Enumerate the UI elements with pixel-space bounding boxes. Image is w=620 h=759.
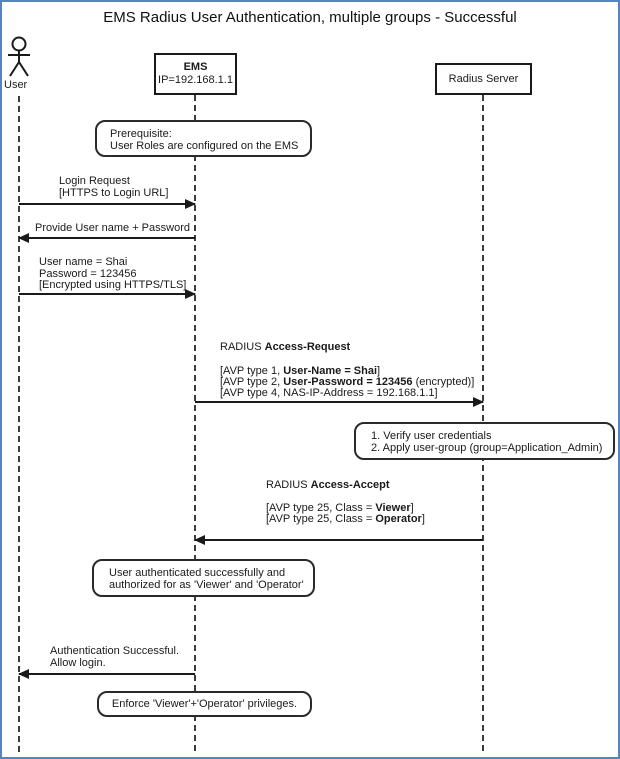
participant-radius-box: Radius Server [435, 63, 532, 95]
participant-ems-title: EMS [183, 61, 208, 73]
message-access-request-title: RADIUS Access-Request [220, 341, 351, 353]
note-prerequisite: Prerequisite: User Roles are configured … [95, 120, 312, 157]
message-access-accept-avps: [AVP type 25, Class = Viewer] [AVP type … [266, 502, 425, 525]
note-verify-line1: 1. Verify user credentials [371, 430, 492, 442]
note-enforce-line1: Enforce 'Viewer'+'Operator' privileges. [111, 698, 298, 710]
message-access-accept-title: RADIUS Access-Accept [266, 479, 390, 491]
message-access-request-avps: [AVP type 1, User-Name = Shai] [AVP type… [220, 365, 475, 399]
message-auth-success-label: Authentication Successful. Allow login. [50, 645, 180, 669]
note-verify-credentials: 1. Verify user credentials 2. Apply user… [354, 422, 615, 460]
note-authenticated: User authenticated successfully and auth… [92, 559, 315, 597]
note-verify-line2: 2. Apply user-group (group=Application_A… [371, 442, 603, 454]
message-credentials-label: User name = Shai Password = 123456 [Encr… [39, 256, 187, 291]
message-provide-credentials-label: Provide User name + Password [35, 222, 190, 234]
participant-radius-label: Radius Server [448, 72, 519, 85]
diagram-title: EMS Radius User Authentication, multiple… [103, 9, 517, 26]
message-login-request-label: Login Request [HTTPS to Login URL] [59, 175, 169, 199]
arrow-login-request [19, 199, 196, 209]
note-prerequisite-line1: Prerequisite: [110, 128, 172, 140]
user-lifeline [18, 96, 20, 752]
note-prerequisite-line2: User Roles are configured on the EMS [110, 140, 299, 152]
user-actor-icon [8, 36, 30, 77]
ems-lifeline [194, 95, 196, 752]
note-authenticated-line1: User authenticated successfully and [109, 567, 286, 579]
note-enforce-privileges: Enforce 'Viewer'+'Operator' privileges. [97, 691, 312, 717]
arrow-access-request [195, 397, 484, 407]
participant-user-label: User [4, 79, 28, 91]
arrow-auth-success [18, 669, 195, 679]
arrow-access-accept [194, 535, 483, 545]
participant-ems-ip: IP=192.168.1.1 [158, 74, 233, 86]
arrow-provide-credentials [18, 233, 195, 243]
note-authenticated-line2: authorized for as 'Viewer' and 'Operator… [109, 579, 304, 591]
arrow-send-credentials [19, 289, 196, 299]
participant-ems-box: EMS IP=192.168.1.1 [154, 53, 237, 95]
